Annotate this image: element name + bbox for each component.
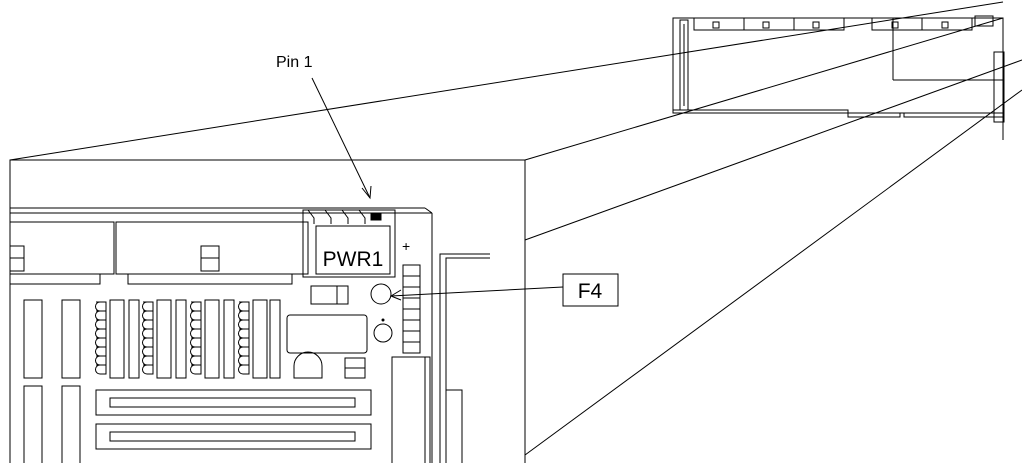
top-connectors bbox=[9, 221, 309, 285]
small-component bbox=[373, 318, 393, 343]
pwr1-connector: PWR1 bbox=[302, 209, 396, 278]
board-outline bbox=[10, 207, 433, 463]
zoom-frame bbox=[9, 159, 526, 463]
expansion-slots bbox=[95, 389, 372, 450]
pin-header: + bbox=[402, 238, 421, 354]
projection-lines bbox=[9, 1, 1022, 456]
pin1-marker bbox=[370, 212, 382, 221]
overview-chassis bbox=[672, 15, 1005, 140]
f4-label: F4 bbox=[578, 280, 603, 303]
left-connectors bbox=[23, 299, 81, 463]
f4-fuse: F4 bbox=[370, 273, 619, 307]
bracket bbox=[439, 253, 490, 463]
plus-label: + bbox=[402, 238, 410, 254]
lower-right-parts bbox=[391, 356, 463, 463]
pin1-callout: Pin 1 bbox=[276, 54, 372, 200]
pwr1-label: PWR1 bbox=[323, 248, 384, 271]
memory-rows bbox=[95, 299, 281, 379]
pin1-label: Pin 1 bbox=[276, 54, 313, 71]
middle-components bbox=[286, 285, 368, 379]
